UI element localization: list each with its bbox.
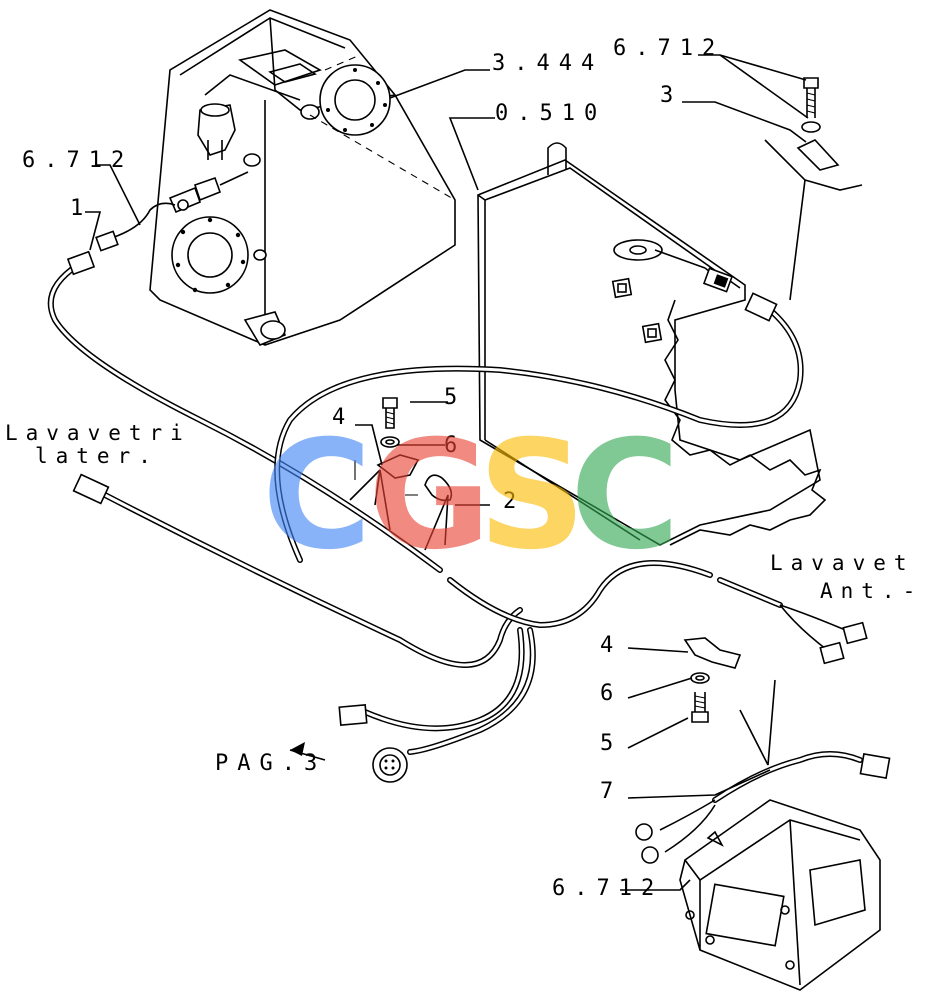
tank-level-sensor (168, 171, 249, 214)
label-item-6-top: 6 (444, 433, 466, 458)
watermark-letter-4: C (570, 409, 680, 583)
label-washer-front-2: Ant.- (820, 579, 923, 603)
harness-cables (47, 202, 851, 755)
label-item-5-bottom: 5 (600, 731, 622, 756)
label-item-4-top: 4 (332, 405, 354, 430)
tank-housing (149, 9, 456, 346)
label-washer-lateral-1: Lavavetri (5, 421, 191, 445)
bracket-assembly-top (796, 77, 840, 171)
label-washer-lateral-2: later. (35, 444, 159, 468)
label-sensor-ref-top-right: 6.712 (613, 36, 724, 61)
label-bracket-top-right: 3 (660, 83, 682, 108)
label-item-7: 7 (600, 779, 622, 804)
label-box-ref: 0.510 (495, 101, 606, 126)
bracket-assembly-bottom (635, 637, 891, 991)
watermark-letter-1: C (262, 409, 372, 583)
leader-lines (85, 54, 863, 891)
connectors (66, 230, 868, 783)
label-sensor-ref-bottom: 6.712 (552, 876, 663, 901)
label-item-2: 2 (503, 489, 525, 514)
clamp-assembly-top (376, 397, 453, 502)
label-washer-front-1: Lavavet (770, 551, 915, 575)
watermark-letter-3: S (478, 409, 586, 583)
label-item-4-bottom: 4 (600, 633, 622, 658)
watermark-logo: C G S C (262, 409, 680, 583)
watermark-letter-2: G (368, 409, 491, 583)
labels: 3.444 0.510 6.712 3 6.712 1 5 4 6 2 Lava… (5, 36, 923, 901)
label-tank-ref: 3.444 (492, 51, 603, 76)
label-item-1: 1 (70, 196, 92, 221)
label-page-ref: PAG.3 (215, 751, 326, 776)
label-item-5-top: 5 (444, 385, 466, 410)
battery-box (477, 142, 827, 546)
label-item-6-bottom: 6 (600, 681, 622, 706)
label-sensor-ref-left: 6.712 (22, 148, 133, 173)
